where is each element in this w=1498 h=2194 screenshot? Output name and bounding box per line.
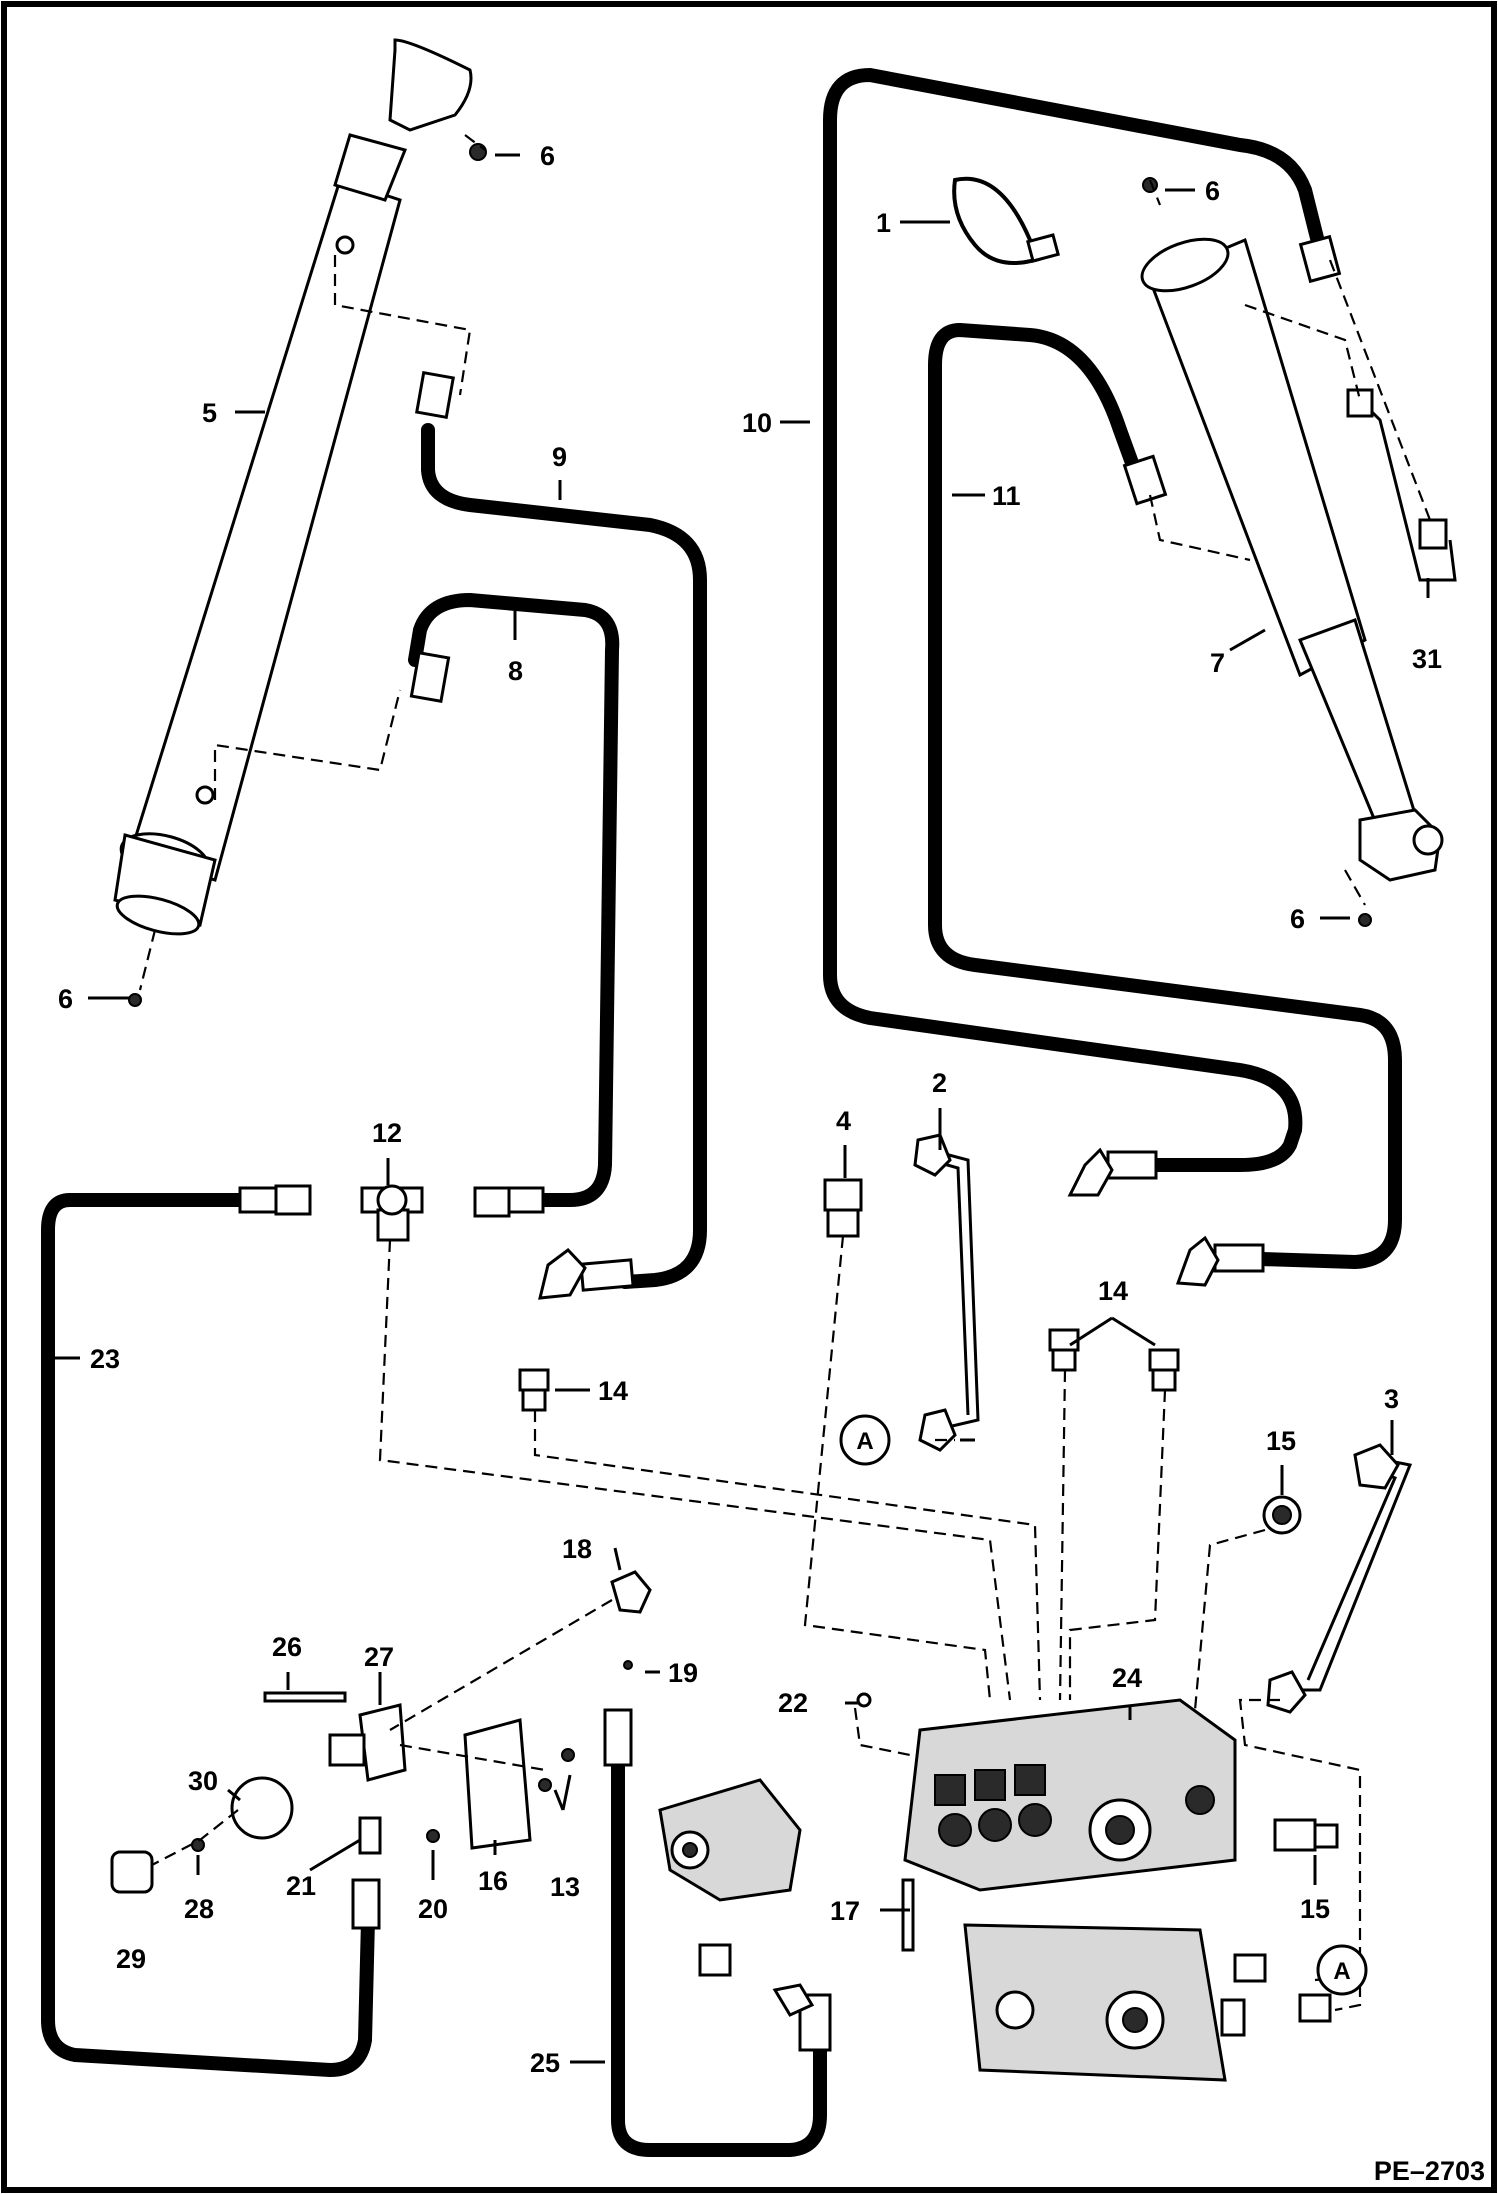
hose-fittings — [238, 234, 1342, 2052]
callout-28: 28 — [184, 1894, 214, 1924]
elbow-18 — [610, 1570, 652, 1614]
switch-27 — [328, 1703, 407, 1782]
control-valve-24 — [903, 1698, 1237, 1892]
callout-6-bottom-left: 6 — [58, 984, 73, 1014]
callout-26: 26 — [272, 1632, 302, 1662]
hose-8 — [408, 593, 620, 1207]
ref-marker-a-right: A — [1316, 1944, 1368, 1996]
callout-labels: 1 2 3 4 5 6 6 6 6 7 8 9 10 11 12 13 14 1… — [58, 141, 1442, 2078]
small-parts — [128, 143, 1372, 1855]
callout-12: 12 — [372, 1118, 402, 1148]
tube-3 — [1266, 1443, 1413, 1714]
assembly-dashed-lines — [138, 134, 1432, 2012]
callout-25: 25 — [530, 2048, 560, 2078]
callout-17: 17 — [830, 1896, 860, 1926]
callout-20: 20 — [418, 1894, 448, 1924]
lift-cylinder-5 — [113, 38, 473, 936]
callout-6-top-right: 6 — [1205, 176, 1220, 206]
tube-31 — [1346, 388, 1457, 582]
callout-7: 7 — [1210, 648, 1225, 678]
callout-14-left: 14 — [598, 1376, 628, 1406]
callout-15-bottom: 15 — [1300, 1894, 1330, 1924]
bolt-17 — [901, 1878, 915, 1952]
ref-marker-a-left-label: A — [856, 1428, 873, 1455]
figure-code: PE–2703 — [1374, 2156, 1485, 2186]
callout-2: 2 — [932, 1068, 947, 1098]
callout-9: 9 — [552, 442, 567, 472]
callout-19: 19 — [668, 1658, 698, 1688]
callout-11: 11 — [992, 481, 1021, 511]
fittings-14 — [518, 1328, 1180, 1412]
callout-8: 8 — [508, 656, 523, 686]
ref-marker-a-left: A — [839, 1414, 891, 1466]
callout-23: 23 — [90, 1344, 120, 1374]
callout-10: 10 — [742, 408, 772, 438]
callout-5: 5 — [202, 398, 217, 428]
callout-31: 31 — [1412, 644, 1442, 674]
callout-1: 1 — [876, 208, 891, 238]
callout-24: 24 — [1112, 1663, 1142, 1693]
washer-30 — [230, 1776, 294, 1840]
hose-10 — [823, 68, 1327, 1172]
callout-6-bottom-right: 6 — [1290, 904, 1305, 934]
hose-23 — [41, 1193, 375, 2077]
clamp-1 — [952, 176, 1060, 265]
callout-4: 4 — [836, 1106, 851, 1136]
tee-fitting-12 — [360, 1184, 424, 1242]
tilt-cylinder-7 — [1140, 237, 1444, 882]
fitting-4 — [823, 1178, 863, 1238]
callout-27: 27 — [364, 1642, 394, 1672]
leader-lines — [50, 153, 1430, 2064]
callout-22: 22 — [778, 1688, 808, 1718]
ref-marker-a-right-label: A — [1333, 1958, 1350, 1985]
callout-30: 30 — [188, 1766, 218, 1796]
callout-3: 3 — [1384, 1384, 1399, 1414]
hose-9 — [421, 423, 707, 1289]
callout-6-top-left: 6 — [540, 141, 555, 171]
fittings-15 — [1262, 1495, 1339, 1852]
callout-14-right: 14 — [1098, 1276, 1128, 1306]
callout-15-top: 15 — [1266, 1426, 1296, 1456]
hydraulic-motor — [658, 1778, 815, 2017]
callout-13: 13 — [550, 1872, 580, 1902]
callout-21: 21 — [286, 1871, 316, 1901]
cap-29 — [110, 1850, 154, 1894]
bracket-16 — [463, 1718, 532, 1850]
callout-16: 16 — [478, 1866, 508, 1896]
callout-18: 18 — [562, 1534, 592, 1564]
callout-29: 29 — [116, 1944, 146, 1974]
hydraulic-pump — [963, 1923, 1332, 2082]
tube-2 — [913, 1133, 980, 1452]
nut-22 — [856, 1692, 872, 1708]
hose-11 — [928, 323, 1402, 1269]
hose-25 — [611, 1733, 827, 2157]
